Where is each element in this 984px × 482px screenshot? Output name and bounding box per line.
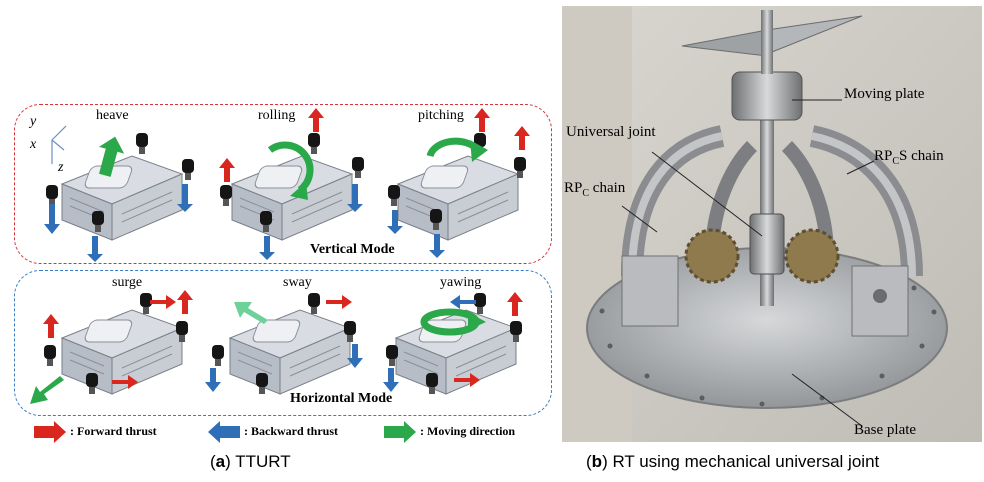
- caption-a: (a) TTURT: [210, 452, 291, 471]
- robot-illustrations: [30, 108, 530, 443]
- label-rpc-chain: RPC chain: [564, 180, 625, 199]
- robot-pitching: [388, 133, 526, 241]
- panel-a-tturt-figure: y x z Vertical Mode Horizontal Mode heav…: [14, 104, 552, 443]
- vertical-mode-title: Vertical Mode: [310, 242, 395, 257]
- rpc-suffix: chain: [589, 180, 626, 196]
- block-left: [621, 255, 679, 327]
- motion-label-sway: sway: [283, 275, 312, 290]
- horizontal-mode-box: [14, 270, 552, 416]
- universal-joint-part: [749, 213, 785, 275]
- label-rpcs-chain: RPCS chain: [874, 148, 944, 167]
- rpcs-prefix: RP: [874, 148, 893, 164]
- axis-x-label: x: [30, 137, 37, 152]
- gear-right: [784, 228, 840, 284]
- legend-backward-thrust: : Backward thrust: [244, 424, 339, 438]
- horizontal-mode-title: Horizontal Mode: [290, 391, 393, 406]
- label-moving-plate: Moving plate: [844, 86, 925, 102]
- panel-b-rt-photo: Moving plate Universal joint RPCS chain …: [562, 6, 982, 442]
- motion-label-surge: surge: [112, 275, 143, 290]
- caption-b-text: RT using mechanical universal joint: [612, 452, 880, 471]
- caption-a-text: TTURT: [235, 452, 291, 471]
- caption-a-letter: a: [215, 452, 226, 471]
- legend-moving-direction: : Moving direction: [420, 424, 516, 438]
- motion-label-heave: heave: [96, 108, 129, 123]
- legend-forward-arrow: [34, 421, 66, 443]
- gear-left: [684, 228, 740, 284]
- robot-sway: [212, 293, 356, 395]
- legend-backward-arrow: [208, 421, 240, 443]
- axis-z-label: z: [58, 160, 64, 175]
- vertical-mode-box: [14, 104, 552, 264]
- thrust-arrows: [30, 108, 530, 404]
- annotation-leader-lines: [621, 99, 875, 427]
- label-base-plate: Base plate: [854, 422, 917, 438]
- moving-plate-part: [731, 71, 803, 121]
- rpcs-sub: C: [892, 156, 900, 167]
- motion-label-yawing: yawing: [440, 275, 482, 290]
- rpcs-suffix: S chain: [899, 148, 944, 164]
- label-universal-joint: Universal joint: [566, 124, 656, 140]
- rt-mechanism-photo: [562, 6, 982, 442]
- caption-b: (b) RT using mechanical universal joint: [586, 452, 880, 471]
- caption-b-letter: b: [591, 452, 603, 471]
- legend-moving-arrow: [384, 421, 416, 443]
- motion-label-rolling: rolling: [258, 108, 296, 123]
- legend-forward-thrust: : Forward thrust: [70, 424, 157, 438]
- rpc-prefix: RP: [564, 180, 583, 196]
- rpc-sub: C: [582, 188, 590, 199]
- coordinate-axes-icon: [51, 125, 67, 164]
- motion-label-pitching: pitching: [418, 108, 464, 123]
